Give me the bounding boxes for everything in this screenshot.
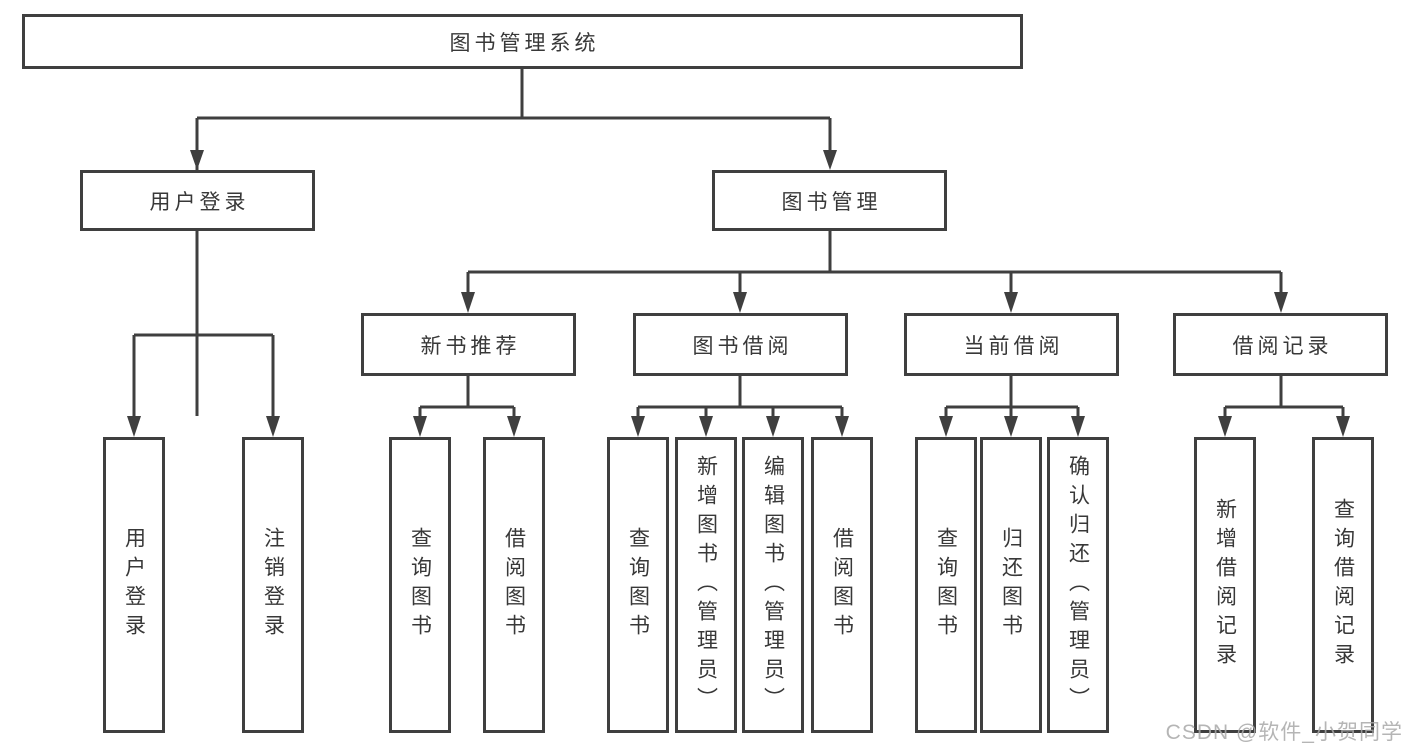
node-leaf-logout: 注销登录 <box>242 437 304 733</box>
node-leaf-add-borrow-record: 新增借阅记录 <box>1194 437 1256 733</box>
arrowhead <box>835 416 849 437</box>
arrowhead <box>733 292 747 313</box>
connector-records-to-leaves <box>1218 376 1350 437</box>
arrowhead <box>461 292 475 313</box>
node-leaf-borrow-books: 借阅图书 <box>811 437 873 733</box>
arrowhead <box>1274 292 1288 313</box>
node-leaf-query-books-recommend: 查询图书 <box>389 437 451 733</box>
arrowhead <box>1004 416 1018 437</box>
node-user-login-branch: 用户登录 <box>80 170 315 231</box>
connector-userlogin-to-leaves <box>127 231 280 437</box>
node-current-borrowing: 当前借阅 <box>904 313 1119 376</box>
arrowhead <box>766 416 780 437</box>
arrowhead <box>699 416 713 437</box>
node-borrowing-records: 借阅记录 <box>1173 313 1388 376</box>
arrowhead <box>1004 292 1018 313</box>
arrowhead <box>1218 416 1232 437</box>
connector-root-to-level2 <box>190 69 837 416</box>
node-library-management-system: 图书管理系统 <box>22 14 1023 69</box>
arrowhead <box>1336 416 1350 437</box>
arrowhead <box>413 416 427 437</box>
arrowhead <box>1071 416 1085 437</box>
connector-bookmgmt-to-level3 <box>461 231 1288 313</box>
node-book-borrowing: 图书借阅 <box>633 313 848 376</box>
csdn-watermark: CSDN @软件_小贺同学 <box>1165 721 1403 744</box>
arrowhead <box>631 416 645 437</box>
arrowhead <box>266 416 280 437</box>
connector-borrowing-to-leaves <box>631 376 849 437</box>
node-new-book-recommend: 新书推荐 <box>361 313 576 376</box>
arrowhead <box>127 416 141 437</box>
arrowhead <box>507 416 521 437</box>
node-leaf-return-books: 归还图书 <box>980 437 1042 733</box>
node-leaf-query-books-borrowing: 查询图书 <box>607 437 669 733</box>
arrowhead <box>823 150 837 170</box>
node-leaf-edit-books-admin: 编辑图书（管理员） <box>742 437 804 733</box>
node-book-management-branch: 图书管理 <box>712 170 947 231</box>
node-leaf-query-books-current: 查询图书 <box>915 437 977 733</box>
arrowhead <box>939 416 953 437</box>
connector-current-to-leaves <box>939 376 1085 437</box>
node-leaf-borrow-books-recommend: 借阅图书 <box>483 437 545 733</box>
arrowhead <box>190 150 204 170</box>
node-leaf-query-borrow-record: 查询借阅记录 <box>1312 437 1374 733</box>
node-leaf-user-login: 用户登录 <box>103 437 165 733</box>
node-leaf-add-books-admin: 新增图书（管理员） <box>675 437 737 733</box>
node-leaf-confirm-return-admin: 确认归还（管理员） <box>1047 437 1109 733</box>
connector-newbooks-to-leaves <box>413 376 521 437</box>
